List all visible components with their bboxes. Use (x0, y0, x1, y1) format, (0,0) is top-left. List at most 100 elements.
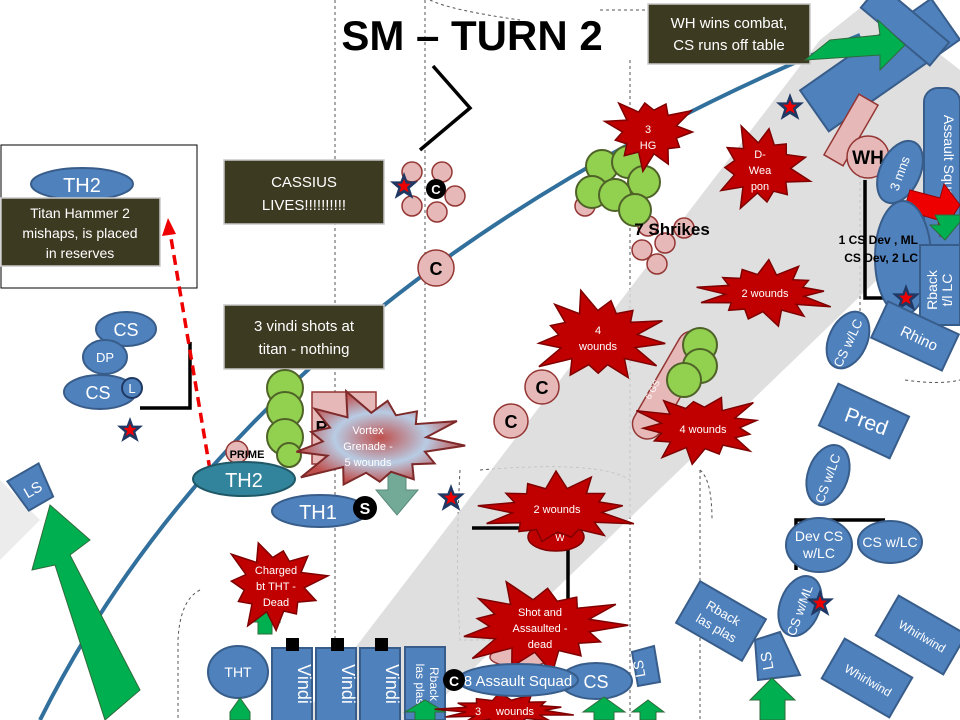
unit-vindi-3[interactable]: Vindi (359, 638, 402, 720)
svg-text:CS: CS (583, 672, 608, 692)
burst-4-wounds-a: 4 wounds (536, 288, 666, 380)
unit-tht[interactable]: THT (207, 645, 269, 699)
unit-vindi-2[interactable]: Vindi (315, 638, 358, 720)
unit-cs-left-bottom[interactable]: CS (63, 374, 137, 410)
unit-3-mns[interactable]: 3 mns (868, 134, 932, 211)
s-marker[interactable]: S (353, 496, 377, 520)
svg-text:Grenade -: Grenade - (343, 441, 393, 453)
svg-text:C: C (505, 412, 518, 432)
svg-text:L: L (128, 381, 135, 396)
svg-text:CS runs off table: CS runs off table (673, 37, 784, 54)
svg-text:LS: LS (758, 650, 778, 671)
road-edge (0, 480, 40, 560)
move-arrow-large (31, 504, 141, 720)
svg-text:5 wounds: 5 wounds (344, 457, 392, 469)
svg-text:in reserves: in reserves (46, 245, 114, 261)
unit-cs-wlc-3[interactable]: CS w/LC (857, 520, 923, 564)
unit-th1[interactable]: TH1 (271, 494, 369, 528)
svg-text:2 wounds: 2 wounds (533, 504, 581, 516)
unit-th2-reserve[interactable]: TH2 (30, 167, 134, 201)
svg-text:wounds: wounds (495, 706, 534, 718)
burst-vortex-grenade: Vortex Grenade - 5 wounds (296, 388, 466, 487)
casualty-star-icon (437, 484, 465, 511)
svg-text:C: C (430, 259, 443, 279)
unit-vindi-1[interactable]: Vindi (271, 638, 314, 720)
svg-text:Dead: Dead (263, 597, 289, 609)
unit-th2[interactable]: TH2 (192, 461, 296, 497)
svg-text:PRIME: PRIME (230, 449, 265, 461)
unit-cs-wlc-1[interactable]: CS w/LC (818, 305, 878, 375)
svg-text:2 wounds: 2 wounds (741, 288, 789, 300)
unit-whirlwind-1[interactable]: Whirlwind (874, 594, 960, 676)
svg-text:Vindi: Vindi (338, 664, 358, 704)
svg-text:CS: CS (85, 383, 110, 403)
svg-text:w/LC: w/LC (802, 545, 835, 561)
enemy-c-1[interactable]: C (417, 249, 455, 287)
enemy-wh[interactable]: WH (822, 93, 890, 179)
unit-dp[interactable]: DP (82, 339, 128, 375)
svg-text:las plas: las plas (413, 664, 427, 705)
move-arrows-bottom (229, 607, 666, 720)
prime-marker[interactable]: PRIME (225, 440, 265, 464)
svg-text:Titan Hammer 2: Titan Hammer 2 (30, 205, 130, 221)
svg-text:HG: HG (640, 140, 657, 152)
burst-4-wounds-b: 4 wounds (636, 396, 760, 466)
svg-text:3: 3 (475, 706, 481, 718)
svg-text:wounds: wounds (578, 341, 617, 353)
svg-text:Rback: Rback (924, 269, 940, 310)
svg-text:Charged: Charged (255, 565, 297, 577)
unit-cs-bottom[interactable]: CS (559, 662, 633, 700)
burst-shot-assaulted: Shot and Assaulted - dead (463, 580, 629, 675)
svg-text:S: S (360, 501, 371, 518)
svg-text:4 wounds: 4 wounds (679, 424, 727, 436)
svg-text:LS: LS (630, 659, 649, 679)
svg-text:CASSIUS: CASSIUS (271, 174, 337, 191)
svg-text:dead: dead (528, 639, 552, 651)
svg-text:D-: D- (754, 149, 766, 161)
unit-assault-squad-8[interactable]: 8 Assault Squad C (443, 663, 579, 697)
unit-rback-right[interactable]: Rback las plas (674, 579, 768, 663)
unit-dev-cs[interactable]: Dev CS w/LC (785, 517, 853, 573)
svg-text:THT: THT (224, 664, 252, 680)
unit-cs-wml[interactable]: CS w/ML (771, 570, 830, 642)
page-title: SM – TURN 2 (341, 12, 602, 59)
svg-text:Vindi: Vindi (382, 664, 402, 704)
svg-text:Vindi: Vindi (294, 664, 314, 704)
unit-rhino[interactable]: Rhino (869, 300, 960, 372)
svg-text:8 Assault Squad: 8 Assault Squad (464, 673, 572, 690)
svg-text:7 Shrikes: 7 Shrikes (634, 220, 710, 239)
cassius-squad[interactable]: C (401, 161, 466, 223)
note-wh-wins: WH wins combat, CS runs off table (647, 3, 811, 65)
note-th2-mishap: Titan Hammer 2 mishaps, is placed in res… (0, 197, 161, 267)
burst-charged-dead: Charged bt THT - Dead (229, 541, 331, 633)
unit-ls-bottom[interactable]: LS (630, 644, 662, 688)
enemy-c-3[interactable]: C (493, 403, 529, 439)
svg-text:WH wins combat,: WH wins combat, (671, 15, 788, 32)
svg-text:t/l LC: t/l LC (939, 274, 955, 307)
svg-text:WH: WH (852, 148, 884, 169)
move-arrow-top (803, 18, 906, 72)
unit-pred[interactable]: Pred (817, 382, 911, 460)
enemy-c-2[interactable]: C (524, 369, 560, 405)
svg-text:Rback: Rback (427, 667, 441, 702)
svg-text:TH2: TH2 (225, 470, 263, 492)
burst-2-wounds-a: 2 wounds (696, 258, 832, 328)
w-marker-label: W (555, 533, 565, 544)
svg-text:Assault Squad: Assault Squad (941, 115, 957, 205)
unit-ls-left[interactable]: LS (5, 461, 56, 512)
l-marker[interactable]: L (121, 377, 143, 399)
svg-text:Vortex: Vortex (352, 425, 384, 437)
unit-cs-left-top[interactable]: CS (95, 311, 157, 347)
svg-text:Assaulted -: Assaulted - (512, 623, 567, 635)
unit-whirlwind-2[interactable]: Whirlwind (820, 637, 914, 719)
unit-ls-right[interactable]: LS (753, 630, 802, 682)
burst-3-wounds: 3 wounds (434, 691, 574, 720)
casualty-star-icon (117, 417, 143, 442)
move-arrow-right (928, 214, 960, 241)
svg-text:4: 4 (595, 325, 601, 337)
unit-cs-wlc-2[interactable]: CS w/LC (799, 439, 858, 511)
svg-text:bt THT -: bt THT - (256, 581, 296, 593)
svg-text:DP: DP (96, 350, 114, 365)
